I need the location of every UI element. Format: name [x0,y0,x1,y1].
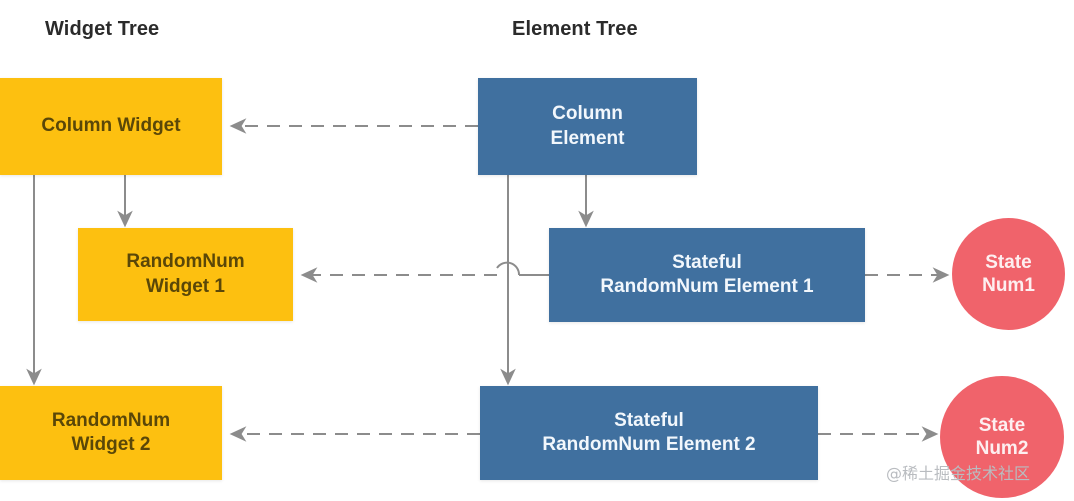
node-state-num-1[interactable]: State Num1 [952,218,1065,330]
node-state-num-2[interactable]: State Num2 [940,376,1064,498]
element-tree-heading: Element Tree [512,18,638,40]
edge-crossing-hop-arc [496,261,521,276]
node-column-widget[interactable]: Column Widget [0,78,222,175]
node-stateful-randomnum-element-1[interactable]: Stateful RandomNum Element 1 [549,228,865,322]
widget-tree-heading: Widget Tree [45,18,160,40]
node-randomnum-widget-1[interactable]: RandomNum Widget 1 [78,228,293,321]
watermark: @稀土掘金技术社区 [886,464,1031,483]
node-stateful-randomnum-element-2[interactable]: Stateful RandomNum Element 2 [480,386,818,480]
node-randomnum-widget-2[interactable]: RandomNum Widget 2 [0,386,222,480]
node-column-element[interactable]: Column Element [478,78,697,175]
